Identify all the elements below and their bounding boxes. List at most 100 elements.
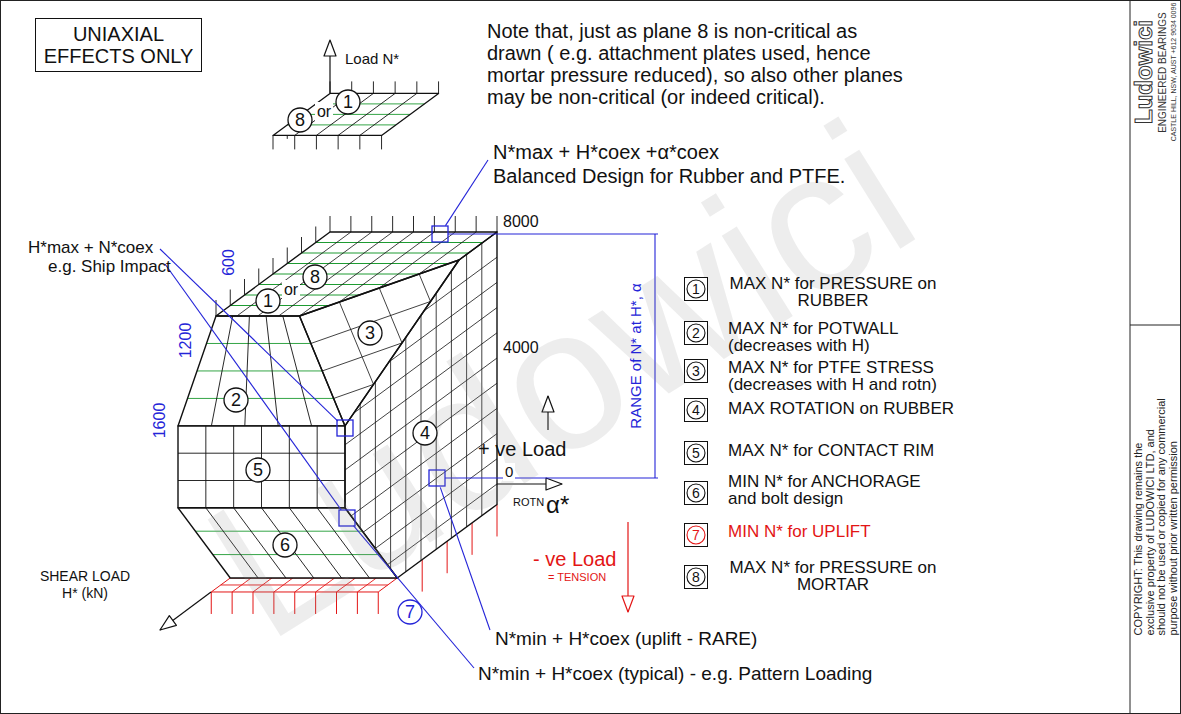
callout-number: 5 (692, 446, 700, 460)
box-text: UNIAXIAL EFFECTS ONLY (42, 23, 195, 67)
callout-number: 1 (263, 292, 273, 310)
grid-line (266, 316, 278, 426)
plane-callout: 8 (302, 264, 328, 290)
legend-callout: 3 (684, 359, 708, 383)
callout-square (432, 226, 448, 242)
legend-callout: 1 (684, 277, 708, 301)
level-tick (416, 81, 417, 93)
dimension-label: 1200 (177, 322, 196, 358)
level-tick (273, 135, 274, 149)
legend-callout: 5 (684, 441, 708, 465)
plane-callout: 5 (245, 457, 271, 483)
level-tick (350, 216, 351, 232)
arrow-head (324, 40, 336, 56)
company-address: CASTLE HILL, NSW, AUST +612 9634 0096 (1170, 3, 1178, 142)
plane-callout: 8 (287, 107, 313, 133)
plane-callout: 7 (397, 599, 423, 625)
legend-text: MAX ROTATION on RUBBER (728, 400, 954, 417)
circle-outline (687, 568, 705, 586)
callout-number: 2 (231, 391, 241, 409)
grid-line (245, 316, 250, 426)
shear-axis (160, 592, 211, 630)
circle-outline (224, 388, 248, 412)
load-case-label: N*min + H*coex (uplift - RARE) (495, 628, 757, 650)
level-tick (273, 258, 274, 274)
title-block-divider (1130, 325, 1181, 326)
level-tick (455, 216, 456, 232)
legend-text: MIN N* for UPLIFT (728, 523, 871, 540)
circle-outline (273, 533, 297, 557)
load-case-note: e.g. Ship Impact (48, 257, 171, 277)
circle-outline (358, 321, 382, 345)
circle-outline (687, 324, 705, 342)
axis-value: 0 (503, 463, 515, 481)
level-tick (287, 248, 288, 264)
callout-number: 1 (692, 282, 700, 296)
circle-outline (687, 280, 705, 298)
note-box: UNIAXIAL EFFECTS ONLY (35, 18, 202, 72)
circle-outline (687, 484, 705, 502)
circle-outline (303, 265, 327, 289)
company-logo: Ludowici (1131, 20, 1157, 124)
load-case-note: Balanced Design for Rubber and PTFE. (493, 164, 845, 188)
level-tick (316, 135, 317, 149)
callout-number: 2 (692, 326, 700, 340)
note-text: Note that, just as plane 8 is non-critic… (487, 20, 906, 108)
grid-line (339, 232, 434, 302)
callout-number: 4 (420, 424, 430, 442)
axis-value: 4000 (503, 338, 539, 357)
dimension-label: 1600 (151, 402, 170, 438)
callout-number: 8 (692, 570, 700, 584)
grid-line (419, 274, 430, 301)
axis-symbol: α* (546, 491, 569, 519)
circle-outline (398, 600, 422, 624)
plane-callout: 1 (255, 288, 281, 314)
callout-number: 7 (692, 528, 700, 542)
leader-line (160, 249, 338, 421)
level-tick (497, 216, 498, 232)
callout-number: 8 (310, 268, 320, 286)
legend-text: MAX N* for PTFE STRESS (decreases with H… (728, 359, 940, 393)
axis-label: SHEAR LOAD H* (kN) (38, 568, 132, 602)
level-tick (330, 216, 331, 232)
level-tick (373, 81, 374, 93)
level-tick (359, 135, 360, 149)
grid-line (300, 232, 414, 316)
leader-line (445, 160, 488, 226)
legend-callout: 6 (684, 481, 708, 505)
callout-number: 4 (692, 403, 700, 417)
level-tick (371, 216, 372, 232)
callout-number: 7 (405, 603, 415, 621)
callout-number: 3 (365, 324, 375, 342)
level-tick (230, 290, 231, 306)
axis-label: ROTN (513, 496, 544, 509)
callout-number: 6 (280, 536, 290, 554)
circle-outline (687, 401, 705, 419)
circle-outline (246, 458, 270, 482)
axis-value: 8000 (503, 212, 539, 231)
level-tick (315, 227, 316, 243)
level-tick (294, 135, 295, 149)
circle-outline (256, 289, 280, 313)
callout-number: 3 (692, 364, 700, 378)
grid-line (360, 93, 417, 135)
legend-callout: 4 (684, 398, 708, 422)
dimension-label: 600 (218, 249, 237, 276)
legend-text: MAX N* for CONTACT RIM (728, 442, 934, 459)
load-case-label: N*min + H*coex (typical) - e.g. Pattern … (478, 663, 872, 685)
callout-number: 8 (295, 111, 305, 129)
company-tagline: ENGINEERED BEARINGS (1157, 12, 1168, 133)
circle-outline (687, 526, 705, 544)
level-tick (438, 81, 439, 93)
copyright-note: COPYRIGHT: This drawing remains the excl… (1132, 395, 1178, 636)
legend-text: MAX N* for PRESSURE on RUBBER (728, 275, 938, 309)
direction-label: - ve Load (533, 547, 616, 571)
plane-callout: 4 (412, 420, 438, 446)
direction-label: + ve Load (478, 437, 566, 461)
legend-callout: 2 (684, 321, 708, 345)
arrow-head (160, 616, 176, 630)
plane-callout: 6 (272, 532, 298, 558)
callout-number: 6 (692, 486, 700, 500)
circle-outline (687, 444, 705, 462)
